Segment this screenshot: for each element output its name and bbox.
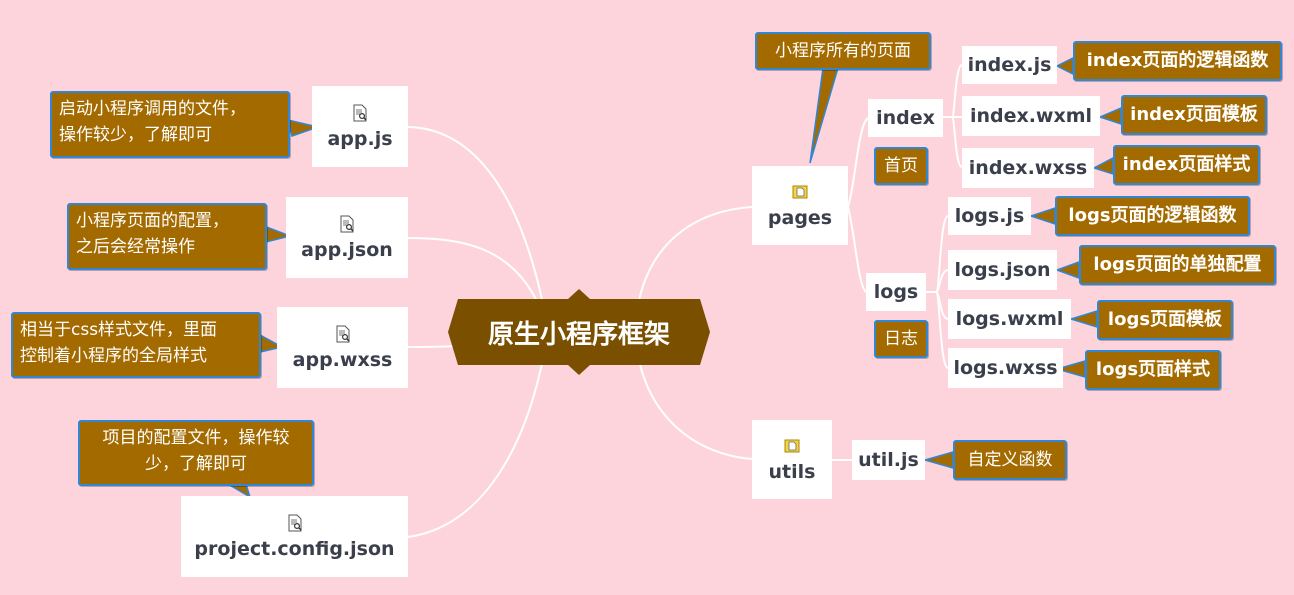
index-wxml-note: index页面模板	[1121, 95, 1267, 135]
logs-wxml-node[interactable]: logs.wxml	[948, 299, 1071, 339]
logs-tag: 日志	[874, 320, 928, 358]
file-search-icon	[336, 325, 349, 342]
logs-node[interactable]: logs	[866, 273, 926, 311]
util-js-note: 自定义函数	[953, 440, 1067, 480]
app-wxss-note: 相当于css样式文件，里面 控制着小程序的全局样式	[11, 312, 261, 378]
logs-wxss-note: logs页面样式	[1085, 350, 1221, 390]
logs-js-note: logs页面的逻辑函数	[1055, 196, 1250, 236]
logs-json-note: logs页面的单独配置	[1079, 245, 1276, 285]
app-json-node[interactable]: app.json	[286, 197, 408, 278]
logs-wxml-label: logs.wxml	[955, 308, 1064, 330]
logs-json-label: logs.json	[954, 259, 1051, 281]
file-search-icon	[340, 215, 354, 232]
app-json-note: 小程序页面的配置， 之后会经常操作	[67, 203, 267, 270]
folder-file-icon	[784, 439, 800, 452]
pages-label: pages	[767, 206, 833, 229]
index-js-label: index.js	[967, 54, 1052, 76]
index-wxml-label: index.wxml	[969, 105, 1093, 127]
logs-wxss-node[interactable]: logs.wxss	[948, 348, 1063, 388]
util-js-node[interactable]: util.js	[852, 440, 925, 480]
logs-label: logs	[873, 281, 919, 303]
project-config-json-label: project.config.json	[194, 537, 395, 560]
logs-wxss-label: logs.wxss	[953, 357, 1058, 379]
logs-wxml-note: logs页面模板	[1097, 300, 1233, 340]
file-search-icon	[288, 514, 301, 531]
index-node[interactable]: index	[868, 99, 943, 137]
project-config-note: 项目的配置文件，操作较 少，了解即可	[78, 420, 314, 486]
logs-json-node[interactable]: logs.json	[948, 250, 1057, 290]
index-wxml-node[interactable]: index.wxml	[962, 96, 1100, 136]
app-js-note: 启动小程序调用的文件， 操作较少，了解即可	[50, 91, 290, 158]
project-config-json-node[interactable]: project.config.json	[181, 496, 408, 577]
pages-folder-node[interactable]: pages	[752, 166, 848, 245]
app-wxss-node[interactable]: app.wxss	[277, 307, 408, 388]
index-wxss-label: index.wxss	[968, 157, 1088, 179]
logs-js-label: logs.js	[954, 205, 1025, 227]
file-search-icon	[353, 104, 367, 121]
util-js-label: util.js	[858, 449, 919, 471]
app-js-label: app.js	[327, 127, 393, 150]
app-wxss-label: app.wxss	[292, 348, 393, 371]
root-shape	[448, 289, 710, 375]
app-js-node[interactable]: app.js	[312, 86, 408, 167]
app-json-label: app.json	[301, 238, 393, 261]
root-label: 原生小程序框架	[487, 319, 670, 350]
index-js-node[interactable]: index.js	[962, 46, 1057, 84]
index-js-note: index页面的逻辑函数	[1073, 41, 1282, 81]
index-label: index	[876, 107, 935, 129]
index-wxss-note: index页面样式	[1113, 145, 1260, 185]
folder-file-icon	[792, 185, 808, 198]
utils-folder-node[interactable]: utils	[752, 420, 832, 499]
logs-js-node[interactable]: logs.js	[948, 197, 1031, 235]
index-wxss-node[interactable]: index.wxss	[962, 148, 1094, 188]
pages-note: 小程序所有的页面	[755, 32, 931, 70]
root-node[interactable]: 原生小程序框架	[448, 289, 710, 375]
index-tag: 首页	[874, 147, 928, 185]
utils-label: utils	[768, 460, 816, 483]
